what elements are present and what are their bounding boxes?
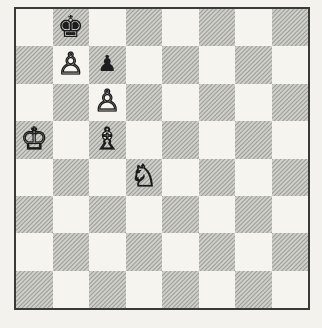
square-h4[interactable]	[272, 159, 309, 196]
square-c6[interactable]: ♙	[89, 84, 126, 121]
square-e3[interactable]	[162, 196, 199, 233]
square-g1[interactable]	[235, 271, 272, 308]
square-e6[interactable]	[162, 84, 199, 121]
square-g8[interactable]	[235, 9, 272, 46]
square-b1[interactable]	[53, 271, 90, 308]
square-d5[interactable]	[126, 121, 163, 158]
square-h5[interactable]	[272, 121, 309, 158]
white-pawn-icon[interactable]: ♙	[94, 87, 121, 117]
square-g6[interactable]	[235, 84, 272, 121]
square-b6[interactable]	[53, 84, 90, 121]
square-f6[interactable]	[199, 84, 236, 121]
white-knight-icon[interactable]: ♘	[130, 162, 157, 192]
square-h8[interactable]	[272, 9, 309, 46]
square-h6[interactable]	[272, 84, 309, 121]
square-f4[interactable]	[199, 159, 236, 196]
square-c4[interactable]	[89, 159, 126, 196]
square-h1[interactable]	[272, 271, 309, 308]
square-a2[interactable]	[16, 233, 53, 270]
chess-board: ♚ ♙ ♟ ♙ ♔ ♗ ♘	[14, 7, 310, 310]
square-f2[interactable]	[199, 233, 236, 270]
square-e5[interactable]	[162, 121, 199, 158]
square-f8[interactable]	[199, 9, 236, 46]
square-d2[interactable]	[126, 233, 163, 270]
square-c2[interactable]	[89, 233, 126, 270]
square-h7[interactable]	[272, 46, 309, 83]
square-g2[interactable]	[235, 233, 272, 270]
square-b3[interactable]	[53, 196, 90, 233]
square-c5[interactable]: ♗	[89, 121, 126, 158]
square-a7[interactable]	[16, 46, 53, 83]
square-e2[interactable]	[162, 233, 199, 270]
square-g5[interactable]	[235, 121, 272, 158]
square-a6[interactable]	[16, 84, 53, 121]
square-b5[interactable]	[53, 121, 90, 158]
square-a3[interactable]	[16, 196, 53, 233]
square-a4[interactable]	[16, 159, 53, 196]
white-king-icon[interactable]: ♔	[21, 125, 48, 155]
square-g3[interactable]	[235, 196, 272, 233]
square-f5[interactable]	[199, 121, 236, 158]
square-e4[interactable]	[162, 159, 199, 196]
white-bishop-icon[interactable]: ♗	[94, 125, 121, 155]
square-a5[interactable]: ♔	[16, 121, 53, 158]
square-b4[interactable]	[53, 159, 90, 196]
square-g4[interactable]	[235, 159, 272, 196]
square-c3[interactable]	[89, 196, 126, 233]
square-g7[interactable]	[235, 46, 272, 83]
square-h3[interactable]	[272, 196, 309, 233]
square-d3[interactable]	[126, 196, 163, 233]
square-c7[interactable]: ♟	[89, 46, 126, 83]
square-h2[interactable]	[272, 233, 309, 270]
square-d4[interactable]: ♘	[126, 159, 163, 196]
square-c8[interactable]	[89, 9, 126, 46]
square-d1[interactable]	[126, 271, 163, 308]
square-e8[interactable]	[162, 9, 199, 46]
square-a1[interactable]	[16, 271, 53, 308]
square-e1[interactable]	[162, 271, 199, 308]
square-d8[interactable]	[126, 9, 163, 46]
square-e7[interactable]	[162, 46, 199, 83]
square-f7[interactable]	[199, 46, 236, 83]
square-d7[interactable]	[126, 46, 163, 83]
square-f3[interactable]	[199, 196, 236, 233]
square-f1[interactable]	[199, 271, 236, 308]
square-c1[interactable]	[89, 271, 126, 308]
square-b7[interactable]: ♙	[53, 46, 90, 83]
white-pawn-icon[interactable]: ♙	[57, 50, 84, 80]
black-pawn-icon[interactable]: ♟	[97, 54, 117, 76]
square-a8[interactable]	[16, 9, 53, 46]
square-d6[interactable]	[126, 84, 163, 121]
square-b8[interactable]: ♚	[53, 9, 90, 46]
black-king-icon[interactable]: ♚	[57, 13, 84, 43]
square-b2[interactable]	[53, 233, 90, 270]
